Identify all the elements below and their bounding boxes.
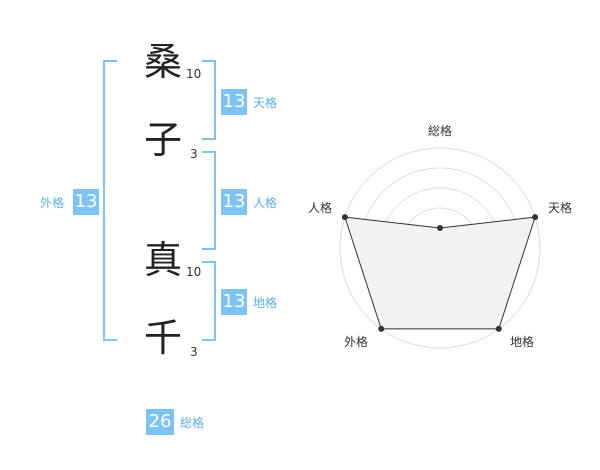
radar-axis-label-tenkaku: 天格 [548, 200, 572, 215]
radar-axis-label-soukaku: 総格 [428, 123, 452, 138]
radar-axis-label-chikaku: 地格 [510, 334, 534, 349]
soukaku-value-badge: 26 [146, 409, 174, 435]
radar-axis-label-gaikaku: 外格 [344, 334, 368, 349]
stroke-count-1: 10 [186, 67, 202, 81]
radar-point [341, 214, 348, 221]
chikaku-label: 地格 [253, 296, 278, 310]
name-char-2: 子 [143, 118, 182, 162]
gaikaku-label: 外格 [40, 196, 65, 210]
radar-point [437, 225, 443, 231]
radar-point [532, 214, 539, 221]
radar-chart: 総格 天格 地格 外格 人格 [308, 123, 572, 349]
radar-ring [339, 147, 541, 349]
name-char-4: 千 [143, 316, 182, 360]
gaikaku-value-badge: 13 [73, 189, 99, 215]
stroke-count-2: 3 [190, 147, 198, 161]
name-char-3: 真 [143, 238, 182, 282]
jinkaku-bracket [202, 151, 216, 250]
soukaku-label: 総格 [180, 416, 205, 430]
radar-area [344, 216, 536, 330]
tenkaku-label: 天格 [253, 96, 278, 110]
name-char-1: 桑 [143, 40, 182, 84]
radar-point [495, 325, 502, 332]
chikaku-value-badge: 13 [221, 289, 247, 315]
jinkaku-label: 人格 [253, 196, 278, 210]
tenkaku-bracket [202, 60, 216, 140]
radar-points [341, 214, 539, 332]
jinkaku-value-badge: 13 [221, 189, 247, 215]
stroke-count-4: 3 [190, 345, 198, 359]
gaikaku-bracket [103, 60, 117, 341]
radar-axis-label-jinkaku: 人格 [308, 200, 332, 215]
radar-point [378, 325, 385, 332]
stroke-count-3: 10 [186, 265, 202, 279]
tenkaku-value-badge: 13 [221, 89, 247, 115]
chikaku-bracket [202, 261, 216, 341]
